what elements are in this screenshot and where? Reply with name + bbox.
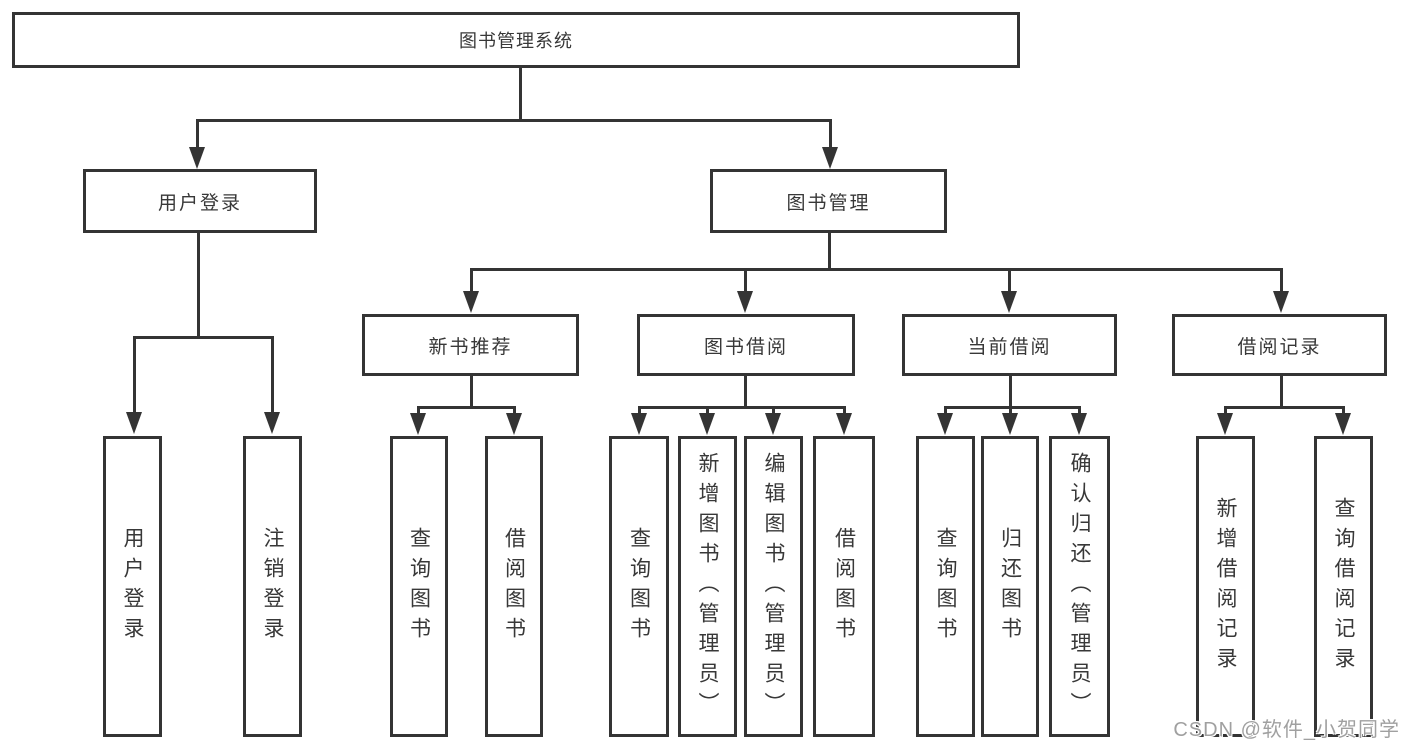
connector-drop-book-borrow xyxy=(743,268,747,291)
connector-borrow-record-stem xyxy=(1279,374,1283,406)
leaf-borrow-book-2-label: 借阅图书 xyxy=(832,526,856,647)
leaf-query-books-2: 查询图书 xyxy=(609,436,669,737)
connector-drop xyxy=(1341,406,1345,413)
leaf-return-book: 归还图书 xyxy=(981,436,1039,737)
connector-drop xyxy=(705,406,709,413)
arrowhead-icon xyxy=(737,291,753,313)
connector-book-management-hline xyxy=(470,268,1282,271)
leaf-confirm-return-admin-label: 确认归还（管理员） xyxy=(1068,451,1091,722)
node-user-login: 用户登录 xyxy=(83,169,317,233)
leaf-edit-book-admin: 编辑图书（管理员） xyxy=(744,436,803,737)
node-root: 图书管理系统 xyxy=(12,12,1020,68)
node-root-label: 图书管理系统 xyxy=(459,31,573,51)
arrowhead-icon xyxy=(699,413,715,435)
arrowhead-icon xyxy=(1002,413,1018,435)
leaf-borrow-book-1: 借阅图书 xyxy=(485,436,543,737)
leaf-query-borrow-record-label: 查询借阅记录 xyxy=(1332,496,1355,677)
node-book-borrow-label: 图书借阅 xyxy=(703,336,788,358)
connector-drop-borrow-record xyxy=(1279,268,1283,291)
leaf-add-borrow-record: 新增借阅记录 xyxy=(1196,436,1255,737)
leaf-edit-book-admin-label: 编辑图书（管理员） xyxy=(762,451,785,722)
connector-user-login-hline xyxy=(133,336,274,339)
node-book-borrow: 图书借阅 xyxy=(637,314,855,376)
arrowhead-icon xyxy=(822,147,838,169)
leaf-user-login: 用户登录 xyxy=(103,436,162,737)
leaf-query-books-1-label: 查询图书 xyxy=(407,526,431,647)
leaf-return-book-label: 归还图书 xyxy=(998,526,1022,647)
arrowhead-icon xyxy=(937,413,953,435)
leaf-add-borrow-record-label: 新增借阅记录 xyxy=(1214,496,1237,677)
connector-book-borrow-hline xyxy=(638,406,845,409)
node-borrow-record-label: 借阅记录 xyxy=(1237,336,1322,358)
arrowhead-icon xyxy=(631,413,647,435)
connector-drop xyxy=(943,406,947,413)
leaf-add-book-admin-label: 新增图书（管理员） xyxy=(696,451,719,722)
csdn-watermark: CSDN @软件_小贺同学 xyxy=(1173,719,1400,741)
node-current-borrow: 当前借阅 xyxy=(902,314,1117,376)
connector-borrow-record-hline xyxy=(1224,406,1344,409)
connector-drop xyxy=(771,406,775,413)
leaf-borrow-book-2: 借阅图书 xyxy=(813,436,875,737)
connector-drop xyxy=(637,406,641,413)
node-borrow-record: 借阅记录 xyxy=(1172,314,1387,376)
arrowhead-icon xyxy=(1335,413,1351,435)
connector-book-borrow-stem xyxy=(743,374,747,406)
leaf-query-books-3: 查询图书 xyxy=(916,436,975,737)
arrowhead-icon xyxy=(1273,291,1289,313)
connector-drop xyxy=(1223,406,1227,413)
arrowhead-icon xyxy=(1001,291,1017,313)
connector-drop xyxy=(512,406,516,413)
connector-drop xyxy=(1008,406,1012,413)
connector-drop-new-book xyxy=(469,268,473,291)
leaf-query-books-1: 查询图书 xyxy=(390,436,448,737)
arrowhead-icon xyxy=(463,291,479,313)
node-user-login-label: 用户登录 xyxy=(157,192,242,214)
arrowhead-icon xyxy=(765,413,781,435)
connector-new-book-hline xyxy=(417,406,515,409)
leaf-query-books-3-label: 查询图书 xyxy=(934,526,957,647)
arrowhead-icon xyxy=(189,147,205,169)
connector-drop-book-management xyxy=(828,119,832,147)
connector-root-stem xyxy=(518,66,522,119)
arrowhead-icon xyxy=(410,413,426,435)
arrowhead-icon xyxy=(264,412,280,434)
connector-user-login-stem xyxy=(196,231,200,336)
connector-root-hline xyxy=(197,119,831,122)
node-book-management-label: 图书管理 xyxy=(786,192,871,214)
leaf-logout-label: 注销登录 xyxy=(261,526,284,647)
leaf-add-book-admin: 新增图书（管理员） xyxy=(678,436,737,737)
connector-new-book-stem xyxy=(469,374,473,406)
connector-current-borrow-hline xyxy=(944,406,1080,409)
connector-drop xyxy=(842,406,846,413)
arrowhead-icon xyxy=(126,412,142,434)
leaf-query-books-2-label: 查询图书 xyxy=(627,526,651,647)
arrowhead-icon xyxy=(1071,413,1087,435)
connector-drop-user-login xyxy=(195,119,199,147)
connector-drop-leaf-logout xyxy=(270,336,274,412)
connector-book-management-stem xyxy=(827,232,831,268)
node-new-book-recommend: 新书推荐 xyxy=(362,314,579,376)
leaf-user-login-label: 用户登录 xyxy=(121,526,144,647)
arrowhead-icon xyxy=(1217,413,1233,435)
connector-drop xyxy=(1077,406,1081,413)
leaf-confirm-return-admin: 确认归还（管理员） xyxy=(1049,436,1110,737)
connector-drop xyxy=(416,406,420,413)
node-current-borrow-label: 当前借阅 xyxy=(967,336,1052,358)
leaf-logout: 注销登录 xyxy=(243,436,302,737)
connector-drop-leaf-user-login xyxy=(132,336,136,412)
node-new-book-recommend-label: 新书推荐 xyxy=(428,336,513,358)
arrowhead-icon xyxy=(836,413,852,435)
connector-drop-current-borrow xyxy=(1007,268,1011,291)
connector-current-borrow-stem xyxy=(1008,374,1012,406)
leaf-query-borrow-record: 查询借阅记录 xyxy=(1314,436,1373,737)
node-book-management: 图书管理 xyxy=(710,169,947,233)
leaf-borrow-book-1-label: 借阅图书 xyxy=(502,526,526,647)
arrowhead-icon xyxy=(506,413,522,435)
